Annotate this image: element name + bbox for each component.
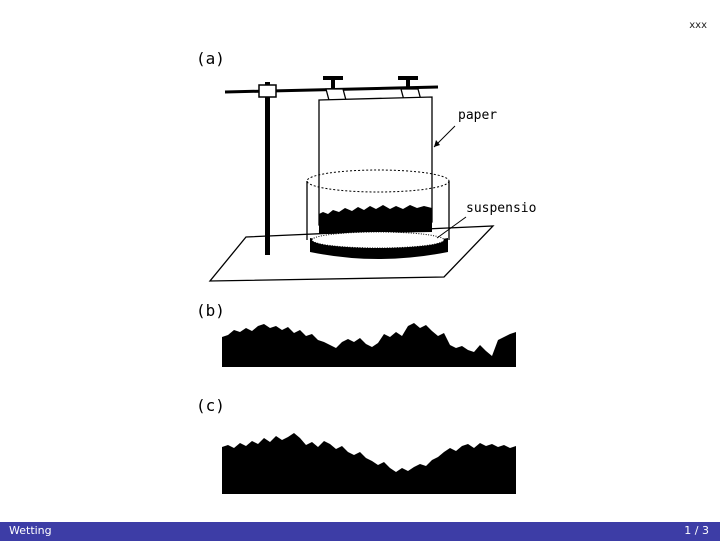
suspension-leader-line [436,216,467,239]
panel-c-wetting-profile [222,433,516,494]
header-short-title: xxx [689,20,707,31]
footer-page-number: 1 / 3 [684,524,709,537]
panel-b-wetting-profile [222,323,516,367]
paper-sheet [318,96,433,226]
suspension-label: suspensio [466,201,536,216]
rod-clamp [258,84,277,98]
panel-a-label: (a) [196,49,225,68]
beaker [306,169,450,259]
wetted-region [319,205,432,234]
footer-title: Wetting [9,524,52,537]
suspension-liquid [311,231,445,249]
footer-bar: Wetting 1 / 3 [0,522,720,541]
paper-arrowhead [434,140,440,147]
panel-c-label: (c) [196,396,225,415]
stand-rod [265,82,270,255]
panel-b-label: (b) [196,301,225,320]
paper-label: paper [458,108,497,123]
